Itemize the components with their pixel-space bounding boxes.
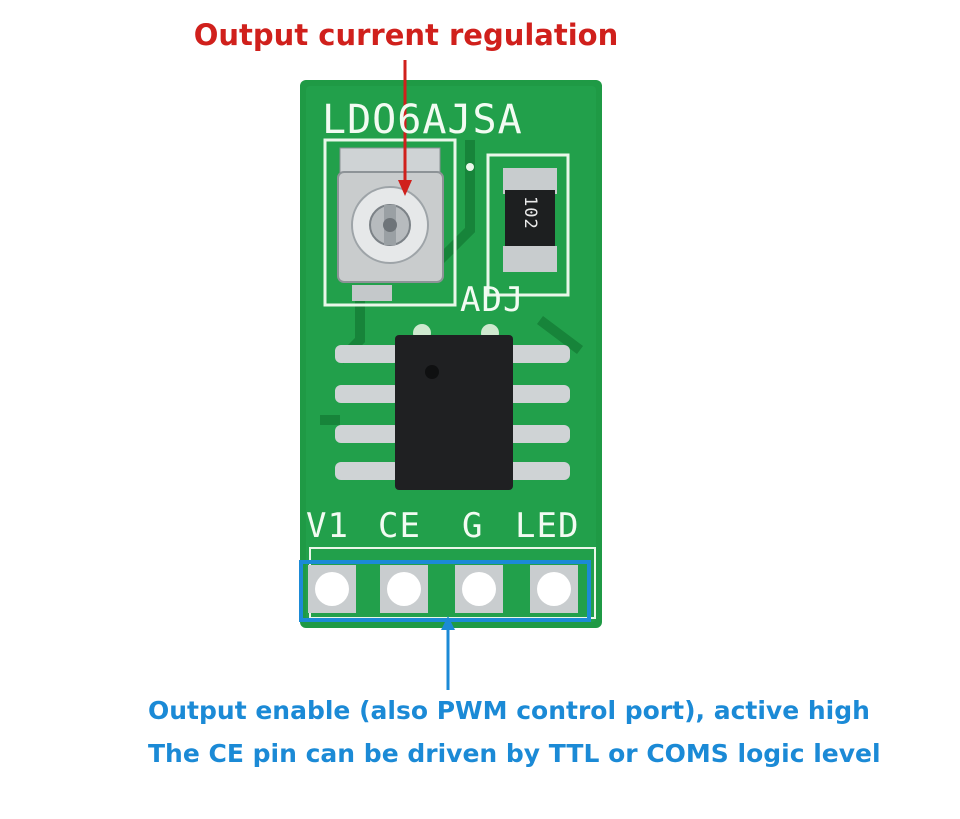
resistor-body: [505, 190, 555, 250]
pin-label-ce: CE: [378, 506, 421, 546]
current-regulation-annotation: Output current regulation: [193, 18, 619, 52]
resistor-code: 102: [520, 196, 540, 230]
resistor-outline: [486, 153, 570, 297]
pin-label-v1: V1: [306, 506, 349, 546]
resistor-pad-bottom: [503, 246, 557, 272]
model-label: LDO6AJSA: [322, 97, 523, 143]
pin-pads: [308, 565, 578, 613]
ic-pins-right: [505, 345, 570, 480]
resistor-pad-top: [503, 168, 557, 194]
adj-label: ADJ: [460, 280, 525, 320]
potentiometer-outline: [323, 138, 457, 307]
pin-label-led: LED: [515, 506, 580, 546]
output-enable-annotation: Output enable (also PWM control port), a…: [148, 696, 870, 725]
blue-arrow-head: [441, 616, 455, 630]
pin-highlight-box: [299, 560, 591, 622]
ic-pins-left: [335, 345, 400, 480]
ce-logic-annotation: The CE pin can be driven by TTL or COMS …: [148, 739, 881, 768]
pcb-trace: [537, 316, 583, 354]
ic-chip: [395, 335, 513, 490]
pin-label-g: G: [462, 506, 484, 546]
ic-pin1-dot: [425, 365, 439, 379]
red-arrow-head: [398, 180, 412, 196]
